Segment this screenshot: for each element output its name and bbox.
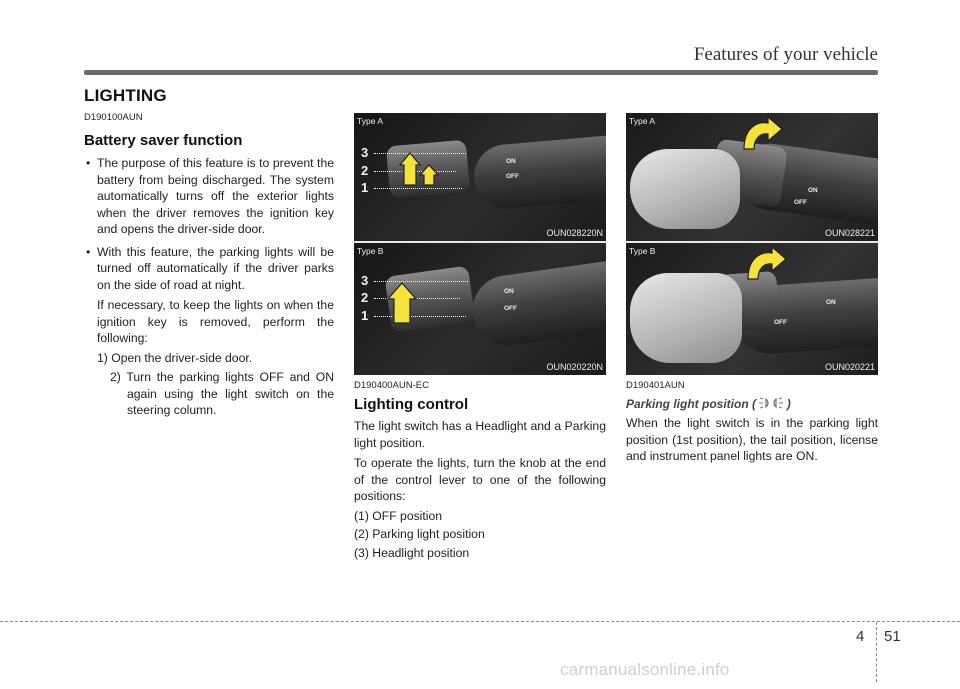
- bullet-continuation: If necessary, to keep the lights on when…: [97, 298, 334, 345]
- figure-divider: [626, 241, 878, 243]
- hand-illustration: [630, 273, 742, 363]
- section-code: D190401AUN: [626, 380, 685, 391]
- position-2: 2: [361, 290, 369, 305]
- off-label: OFF: [506, 173, 519, 180]
- on-label: ON: [504, 288, 514, 295]
- list-item: (1) OFF position: [354, 508, 443, 523]
- rotate-arrow-icon: [747, 245, 787, 280]
- section-code: D190400AUN-EC: [354, 380, 429, 391]
- figure-caption: OUN028221: [824, 228, 875, 238]
- off-label: OFF: [794, 199, 807, 206]
- heading-battery-saver: Battery saver function: [84, 132, 243, 149]
- on-label: ON: [826, 299, 836, 306]
- list-item: With this feature, the parking lights wi…: [84, 244, 334, 419]
- section-code: D190100AUN: [84, 112, 143, 123]
- rotate-arrow-icon: [743, 115, 783, 150]
- figure-lever-type-a: Type A ON OFF 3 2 1 OUN028220N: [354, 113, 606, 241]
- position-3: 3: [361, 145, 369, 160]
- figure-caption: OUN028220N: [546, 228, 603, 238]
- figure-lever-type-b: Type B ON OFF 3 2 1 OUN020220N: [354, 243, 606, 375]
- footer-rule: [0, 621, 960, 622]
- figure-divider: [354, 241, 606, 243]
- column-parking-light: D190401AUN Parking light position ( ) Wh…: [626, 380, 878, 465]
- footer-separator: [876, 622, 877, 682]
- bullet-list: The purpose of this feature is to preven…: [84, 155, 334, 419]
- position-2: 2: [361, 163, 369, 178]
- step-1: 1) Open the driver-side door.: [97, 350, 253, 365]
- bullet-text: The purpose of this feature is to preven…: [97, 156, 334, 236]
- lever-stalk: [468, 254, 606, 350]
- leader-line-1: [374, 316, 466, 317]
- list-item: (3) Headlight position: [354, 545, 470, 560]
- figure-caption: OUN020221: [824, 362, 875, 372]
- watermark: carmanualsonline.info: [560, 660, 730, 679]
- figure-hand-type-a: Type A ON OFF OUN028221: [626, 113, 878, 241]
- column-lighting-control: D190400AUN-EC Lighting control The light…: [354, 380, 606, 561]
- paragraph: When the light switch is in the parking …: [626, 416, 878, 463]
- on-label: ON: [808, 187, 818, 194]
- hand-illustration: [630, 149, 740, 229]
- page-number: 51: [884, 628, 901, 645]
- figure-type-label: Type A: [357, 116, 383, 126]
- rotate-arrow-icon: [398, 152, 440, 186]
- lever-stalk: [471, 130, 606, 212]
- parking-light-icon: [759, 397, 784, 409]
- heading-text: ): [786, 397, 791, 411]
- step-2: 2) Turn the parking lights OFF and ON ag…: [110, 370, 334, 417]
- paragraph: The light switch has a Headlight and a P…: [354, 419, 606, 450]
- position-3: 3: [361, 273, 369, 288]
- position-1: 1: [361, 180, 369, 195]
- off-label: OFF: [774, 319, 787, 326]
- bullet-text: With this feature, the parking lights wi…: [97, 244, 334, 292]
- position-1: 1: [361, 308, 369, 323]
- column-battery-saver: D190100AUN Battery saver function The pu…: [84, 112, 334, 425]
- list-item: The purpose of this feature is to preven…: [84, 155, 334, 238]
- figure-type-label: Type B: [629, 246, 656, 256]
- figure-hand-type-b: Type B ON OFF OUN020221: [626, 243, 878, 375]
- leader-line-2: [374, 298, 460, 299]
- off-label: OFF: [504, 305, 517, 312]
- leader-line-1: [374, 188, 462, 189]
- section-number: 4: [856, 628, 865, 645]
- figure-type-label: Type A: [629, 116, 655, 126]
- header-rule: [84, 70, 878, 75]
- paragraph: To operate the lights, turn the knob at …: [354, 456, 606, 503]
- running-header: Features of your vehicle: [693, 44, 878, 65]
- figure-type-label: Type B: [357, 246, 384, 256]
- leader-line-3: [374, 153, 466, 154]
- heading-lighting-control: Lighting control: [354, 396, 469, 413]
- leader-line-3: [374, 281, 468, 282]
- figure-caption: OUN020220N: [546, 362, 603, 372]
- list-item: (2) Parking light position: [354, 527, 485, 541]
- heading-text: Parking light position (: [626, 397, 756, 411]
- rotate-arrow-icon: [386, 282, 418, 324]
- on-label: ON: [506, 158, 516, 165]
- heading-parking-light: Parking light position ( ): [626, 397, 878, 411]
- section-title: LIGHTING: [84, 86, 167, 105]
